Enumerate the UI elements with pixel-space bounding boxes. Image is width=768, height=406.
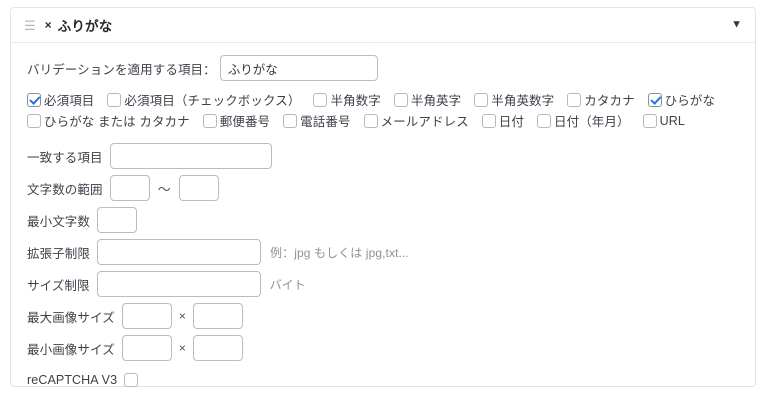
checkbox-url[interactable]: URL — [642, 113, 685, 128]
checkbox-label: 日付（年月） — [553, 115, 630, 129]
checkbox-box[interactable] — [647, 92, 662, 107]
size-limit-label: サイズ制限 — [27, 278, 90, 293]
checkbox-box[interactable] — [393, 92, 408, 107]
extension-input[interactable] — [97, 239, 262, 265]
close-icon[interactable]: × — [44, 18, 52, 32]
checkbox-box[interactable] — [107, 92, 122, 107]
checkbox-required[interactable]: 必須項目 — [27, 90, 94, 109]
checkbox-box[interactable] — [124, 373, 139, 387]
recaptcha-row: reCAPTCHA V3 — [11, 364, 755, 396]
checkbox-hiragana-or-katakana[interactable]: ひらがな または カタカナ — [27, 111, 190, 130]
checkbox-label: 半角英字 — [410, 94, 462, 108]
size-limit-input[interactable] — [96, 271, 261, 297]
min-length-row: 最小文字数 — [11, 204, 755, 236]
min-length-label: 最小文字数 — [27, 214, 91, 229]
min-image-width-input[interactable] — [121, 335, 172, 361]
checkbox-label: メールアドレス — [380, 115, 469, 129]
checkbox-box[interactable] — [567, 92, 582, 107]
checkbox-label: 半角英数字 — [491, 94, 555, 108]
recaptcha-checkbox[interactable] — [124, 373, 141, 387]
match-item-row: 一致する項目 — [11, 140, 755, 172]
checkbox-label: 必須項目 — [44, 94, 95, 108]
match-item-input[interactable] — [109, 143, 272, 169]
min-image-separator: × — [178, 341, 186, 355]
hamburger-icon[interactable]: ☰ — [24, 17, 36, 33]
extension-row: 拡張子制限 例：jpg もしくは jpg,txt... — [11, 236, 755, 268]
panel-body: バリデーションを適用する項目： 必須項目 必須項目（チェックボックス） 半角数字… — [11, 43, 755, 396]
chevron-down-icon[interactable]: ▼ — [731, 18, 742, 31]
checkbox-box[interactable] — [283, 113, 298, 128]
recaptcha-label: reCAPTCHA V3 — [27, 373, 118, 387]
match-item-label: 一致する項目 — [27, 150, 103, 165]
min-image-size-label: 最小画像サイズ — [27, 342, 115, 357]
checkbox-label: 日付 — [498, 115, 524, 129]
checkbox-box[interactable] — [474, 92, 489, 107]
panel-header: ☰ × ふりがな ▼ — [11, 8, 755, 43]
checkbox-box[interactable] — [363, 113, 378, 128]
checkbox-label: ひらがな または カタカナ — [44, 115, 190, 129]
checkbox-box[interactable] — [481, 113, 496, 128]
checkbox-box[interactable] — [313, 92, 328, 107]
max-image-size-label: 最大画像サイズ — [27, 310, 115, 325]
checkbox-phone-number[interactable]: 電話番号 — [283, 111, 350, 130]
validation-type-row-2: ひらがな または カタカナ 郵便番号 電話番号 メールアドレス 日付 日付（年月… — [11, 111, 755, 130]
min-image-size-row: 最小画像サイズ × — [11, 332, 755, 364]
checkbox-date[interactable]: 日付 — [481, 111, 524, 130]
validation-type-row-1: 必須項目 必須項目（チェックボックス） 半角数字 半角英字 半角英数字 カタカナ — [11, 90, 755, 109]
min-length-input[interactable] — [97, 207, 138, 233]
page-title: ふりがな — [57, 19, 113, 34]
checkbox-email[interactable]: メールアドレス — [363, 111, 469, 130]
target-field-row: バリデーションを適用する項目： — [11, 55, 755, 81]
checkbox-date-year-month[interactable]: 日付（年月） — [536, 111, 630, 130]
range-separator: 〜 — [157, 181, 171, 197]
extension-label: 拡張子制限 — [27, 246, 91, 261]
checkbox-box[interactable] — [27, 92, 41, 107]
target-field-label: バリデーションを適用する項目： — [27, 62, 216, 77]
size-limit-row: サイズ制限 バイト — [11, 268, 755, 300]
checkbox-halfwidth-alpha[interactable]: 半角英字 — [393, 90, 462, 109]
checkbox-label: URL — [659, 113, 685, 128]
extension-hint: 例：jpg もしくは jpg,txt... — [270, 245, 409, 260]
checkbox-label: ひらがな — [664, 94, 716, 108]
checkbox-label: カタカナ — [584, 94, 635, 108]
checkbox-box[interactable] — [642, 113, 657, 128]
target-field-input[interactable] — [219, 55, 378, 81]
checkbox-label: 半角数字 — [330, 94, 381, 108]
checkbox-postal-code[interactable]: 郵便番号 — [202, 111, 271, 130]
checkbox-required-checkbox[interactable]: 必須項目（チェックボックス） — [107, 90, 300, 109]
max-image-size-row: 最大画像サイズ × — [11, 300, 755, 332]
size-limit-unit: バイト — [269, 277, 306, 292]
length-range-max-input[interactable] — [178, 175, 219, 201]
checkbox-katakana[interactable]: カタカナ — [567, 90, 635, 109]
min-image-height-input[interactable] — [192, 335, 243, 361]
checkbox-halfwidth-alphanumeric[interactable]: 半角英数字 — [474, 90, 554, 109]
checkbox-label: 電話番号 — [300, 115, 351, 129]
checkbox-label: 郵便番号 — [219, 115, 271, 129]
checkbox-box[interactable] — [202, 113, 217, 128]
max-image-separator: × — [178, 309, 186, 323]
checkbox-box[interactable] — [27, 113, 41, 128]
length-range-row: 文字数の範囲 〜 — [11, 172, 755, 204]
checkbox-label: 必須項目（チェックボックス） — [124, 94, 301, 108]
checkbox-halfwidth-number[interactable]: 半角数字 — [313, 90, 381, 109]
checkbox-hiragana[interactable]: ひらがな — [647, 90, 716, 109]
validation-settings-panel: ☰ × ふりがな ▼ バリデーションを適用する項目： 必須項目 必須項目（チェッ… — [10, 7, 756, 387]
length-range-label: 文字数の範囲 — [27, 182, 103, 197]
length-range-min-input[interactable] — [109, 175, 150, 201]
checkbox-box[interactable] — [536, 113, 551, 128]
max-image-width-input[interactable] — [121, 303, 172, 329]
max-image-height-input[interactable] — [192, 303, 243, 329]
